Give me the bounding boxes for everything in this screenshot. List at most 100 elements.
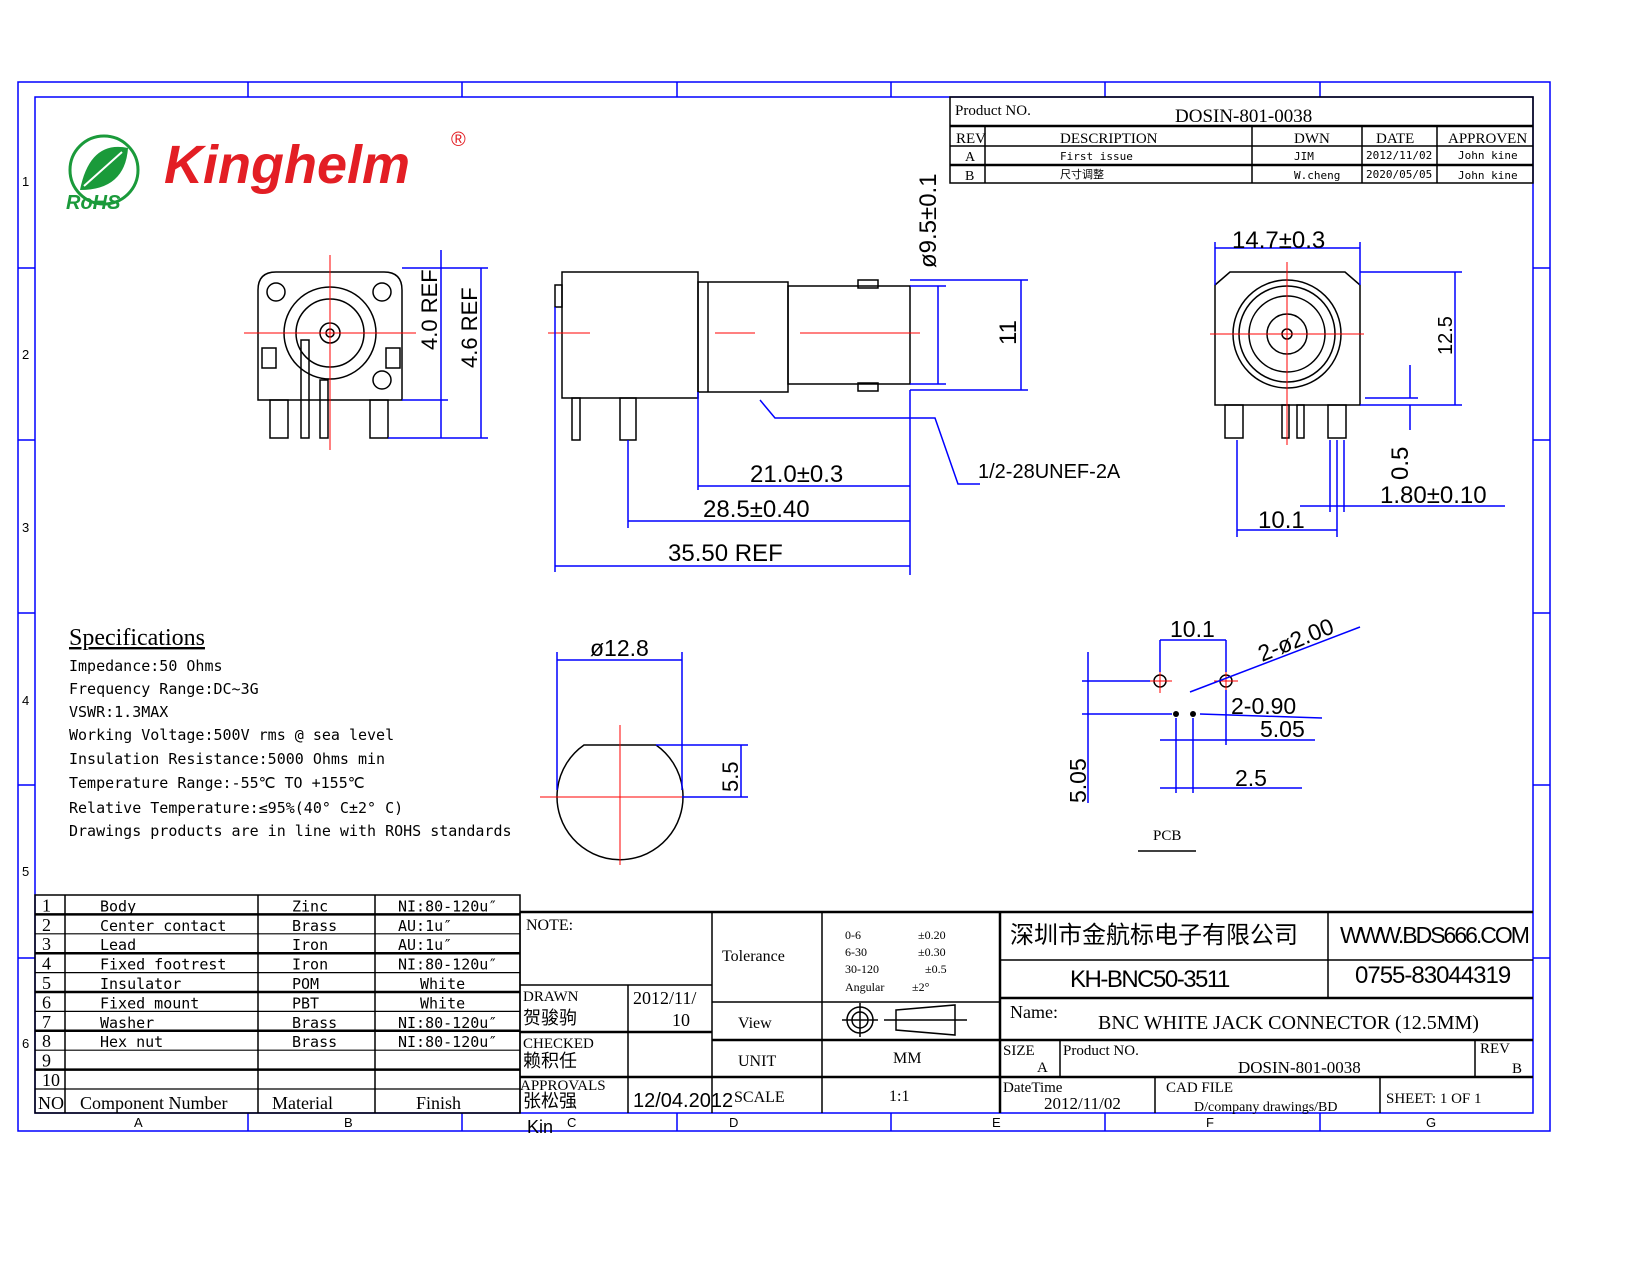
dim-side-height: 11 [995,320,1022,345]
part-finish: AU:1u″ [398,936,452,954]
part-finish: White [420,975,465,993]
size-label: SIZE [1003,1043,1035,1059]
zone-col: D [729,1115,738,1130]
datetime-label: DateTime [1003,1080,1063,1096]
zone-col: G [1426,1115,1436,1130]
outer-border [17,81,1551,1132]
flat-profile-view: ø12.8 5.5 [540,635,748,865]
part-number: 1 [42,895,51,915]
dim-front-ref2: 4.6 REF [457,287,482,368]
front-view: 4.0 REF 4.6 REF [244,250,488,450]
zone-row: 1 [22,174,29,189]
part-material: POM [292,975,319,993]
approven-header: APPROVEN [1448,131,1527,147]
spec-line: Frequency Range:DC~3G [69,680,259,698]
description-header: DESCRIPTION [1060,131,1158,147]
dim-pcb-pitch: 10.1 [1170,616,1215,642]
inner-border [34,96,1534,1114]
part-name: Fixed footrest [100,956,226,974]
part-finish: NI:80-120u″ [398,1014,497,1032]
zone-col: A [134,1115,143,1130]
svg-text:2012/11/02: 2012/11/02 [1366,149,1432,162]
svg-text:John kine: John kine [1458,149,1518,162]
part-finish: NI:80-120u″ [398,897,497,915]
company-website: WWW.BDS666.COM [1340,922,1529,948]
drawn-name: 贺骏驹 [523,1008,577,1028]
svg-text:A: A [965,150,976,165]
part-material: Iron [292,956,328,974]
parts-header: Material [272,1093,333,1113]
part-name: Washer [100,1014,154,1032]
sheet-number: SHEET: 1 OF 1 [1386,1091,1482,1107]
svg-text:0-6: 0-6 [845,928,861,942]
zone-col: F [1206,1115,1214,1130]
part-number: 10 [42,1070,60,1090]
dim-side-dia: ø9.5±0.1 [915,173,942,268]
part-name: Lead [100,936,136,954]
svg-text:±0.20: ±0.20 [918,928,946,942]
part-finish: NI:80-120u″ [398,956,497,974]
dwn-header: DWN [1294,131,1330,147]
spec-line: Relative Temperature:≤95%(40° C±2° C) [69,799,403,817]
dim-flat-height: 5.5 [718,761,743,792]
note-label: NOTE: [526,917,573,934]
part-number: 6 [42,992,51,1012]
name-label: Name: [1010,1002,1058,1022]
rohs-leaf-icon [68,134,140,206]
dim-pcb-vertical: 5.05 [1065,758,1091,803]
specifications-title: Specifications [69,625,205,651]
brand-name: Kinghelm [164,135,410,195]
svg-text:B: B [965,169,974,184]
dim-rear-pin: 0.5 [1387,447,1414,480]
dim-front-ref1: 4.0 REF [417,269,442,350]
scale-label: SCALE [734,1089,785,1106]
svg-text:30-120: 30-120 [845,962,879,976]
tolerance-table: 0-6±0.20 6-30±0.30 30-120±0.5 Angular±2° [845,928,947,994]
part-name: Hex nut [100,1033,163,1051]
rear-view: 14.7±0.3 12.5 0.5 10.1 1.80±0.10 [1210,227,1505,537]
part-name: Fixed mount [100,994,199,1012]
approvals-date: 12/04.2012 [633,1090,733,1112]
pcb-label: PCB [1153,828,1181,844]
part-name: Body [100,897,136,915]
zone-row: 4 [22,693,29,708]
svg-text:JIM: JIM [1294,150,1314,163]
part-material: PBT [292,994,319,1012]
datetime-value: 2012/11/02 [1044,1094,1121,1113]
rev-value: B [1512,1061,1522,1077]
part-number: 2 [42,915,51,935]
dim-side-len3: 35.50 REF [668,540,783,567]
tolerance-label: Tolerance [722,948,785,965]
svg-text:Angular: Angular [845,980,884,994]
part-number: 5 [42,973,51,993]
drawn-label: DRAWN [523,989,579,1005]
dim-side-len1: 21.0±0.3 [750,461,843,488]
date-header: DATE [1376,131,1414,147]
part-material: Brass [292,1014,337,1032]
drawn-date: 2012/11/ [633,988,696,1008]
zone-col: B [344,1115,353,1130]
spec-line: Drawings products are in line with ROHS … [69,822,512,840]
parts-header: Component Number [80,1093,227,1113]
spec-line: VSWR:1.3MAX [69,703,168,721]
svg-text:6-30: 6-30 [845,945,867,959]
zone-labels: 1 2 3 4 5 6 A B C D E F G [22,174,1436,1130]
dim-rear-width: 14.7±0.3 [1232,227,1325,254]
part-material: Brass [292,1033,337,1051]
dim-side-len2: 28.5±0.40 [703,496,810,523]
size-value: A [1037,1060,1048,1076]
view-label: View [738,1015,772,1032]
rev-header: REV [956,131,986,147]
svg-text:John kine: John kine [1458,169,1518,182]
side-view: ø9.5±0.1 11 21.0±0.3 28.5±0.40 35.50 REF… [548,173,1121,575]
zone-col: E [992,1115,1001,1130]
unit-label: UNIT [738,1053,776,1070]
pcb-layout: 10.1 2-ø2.00 2-0.90 5.05 2.5 5.05 PCB [1065,613,1361,852]
svg-text:±0.5: ±0.5 [925,962,947,976]
parts-header: NO [38,1093,64,1113]
